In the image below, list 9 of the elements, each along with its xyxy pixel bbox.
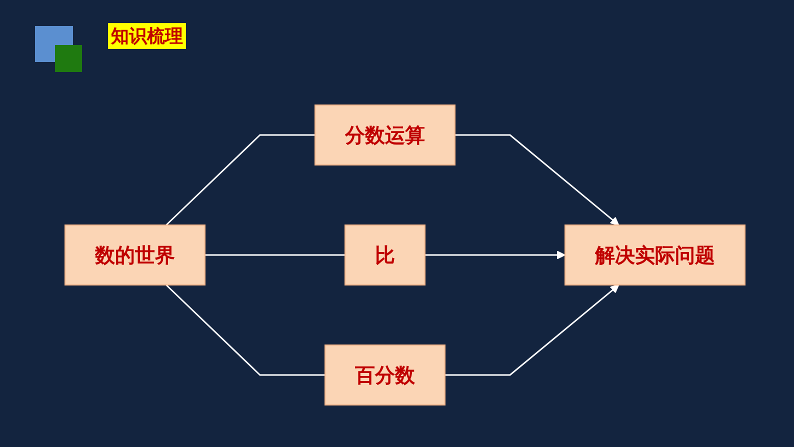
title: 知识梳理 [108,23,186,49]
arrow [455,134,620,226]
connector [166,134,315,226]
arrow [445,284,620,376]
node-box: 比 [344,224,426,286]
connector [205,254,345,256]
connector [166,284,325,376]
arrow [425,250,566,260]
node-box: 百分数 [324,344,446,406]
